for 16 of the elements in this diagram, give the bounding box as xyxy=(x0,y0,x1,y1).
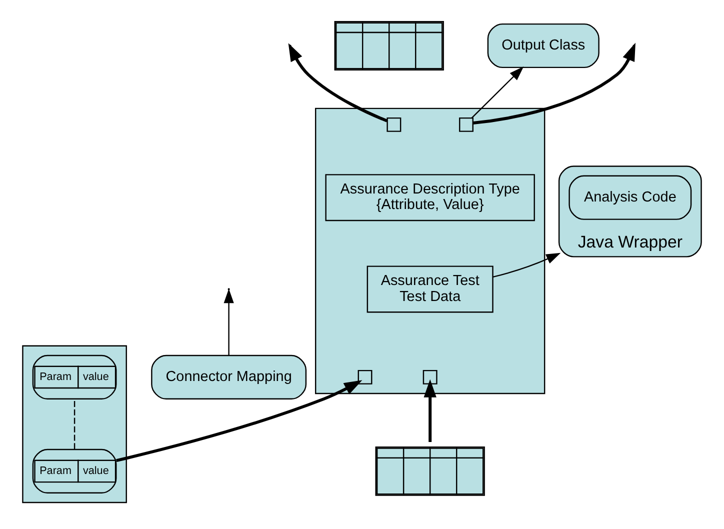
arrow xyxy=(116,380,362,462)
node-box xyxy=(386,117,402,132)
node-box: Output Class xyxy=(487,23,600,68)
node-box: Assurance Description Type {Attribute, Value} xyxy=(325,174,535,222)
arrow xyxy=(471,66,524,118)
connector xyxy=(74,399,76,450)
cluster xyxy=(22,345,127,504)
arrow xyxy=(424,379,436,442)
node-box: Analysis Code xyxy=(568,175,692,220)
node-box xyxy=(459,117,474,132)
node-box xyxy=(358,370,372,384)
arrow xyxy=(224,288,234,356)
arrow xyxy=(492,252,561,278)
node-box: Connector Mapping xyxy=(151,354,307,400)
node-box: Assurance Test Test Data xyxy=(366,266,494,313)
node-box xyxy=(422,370,438,384)
